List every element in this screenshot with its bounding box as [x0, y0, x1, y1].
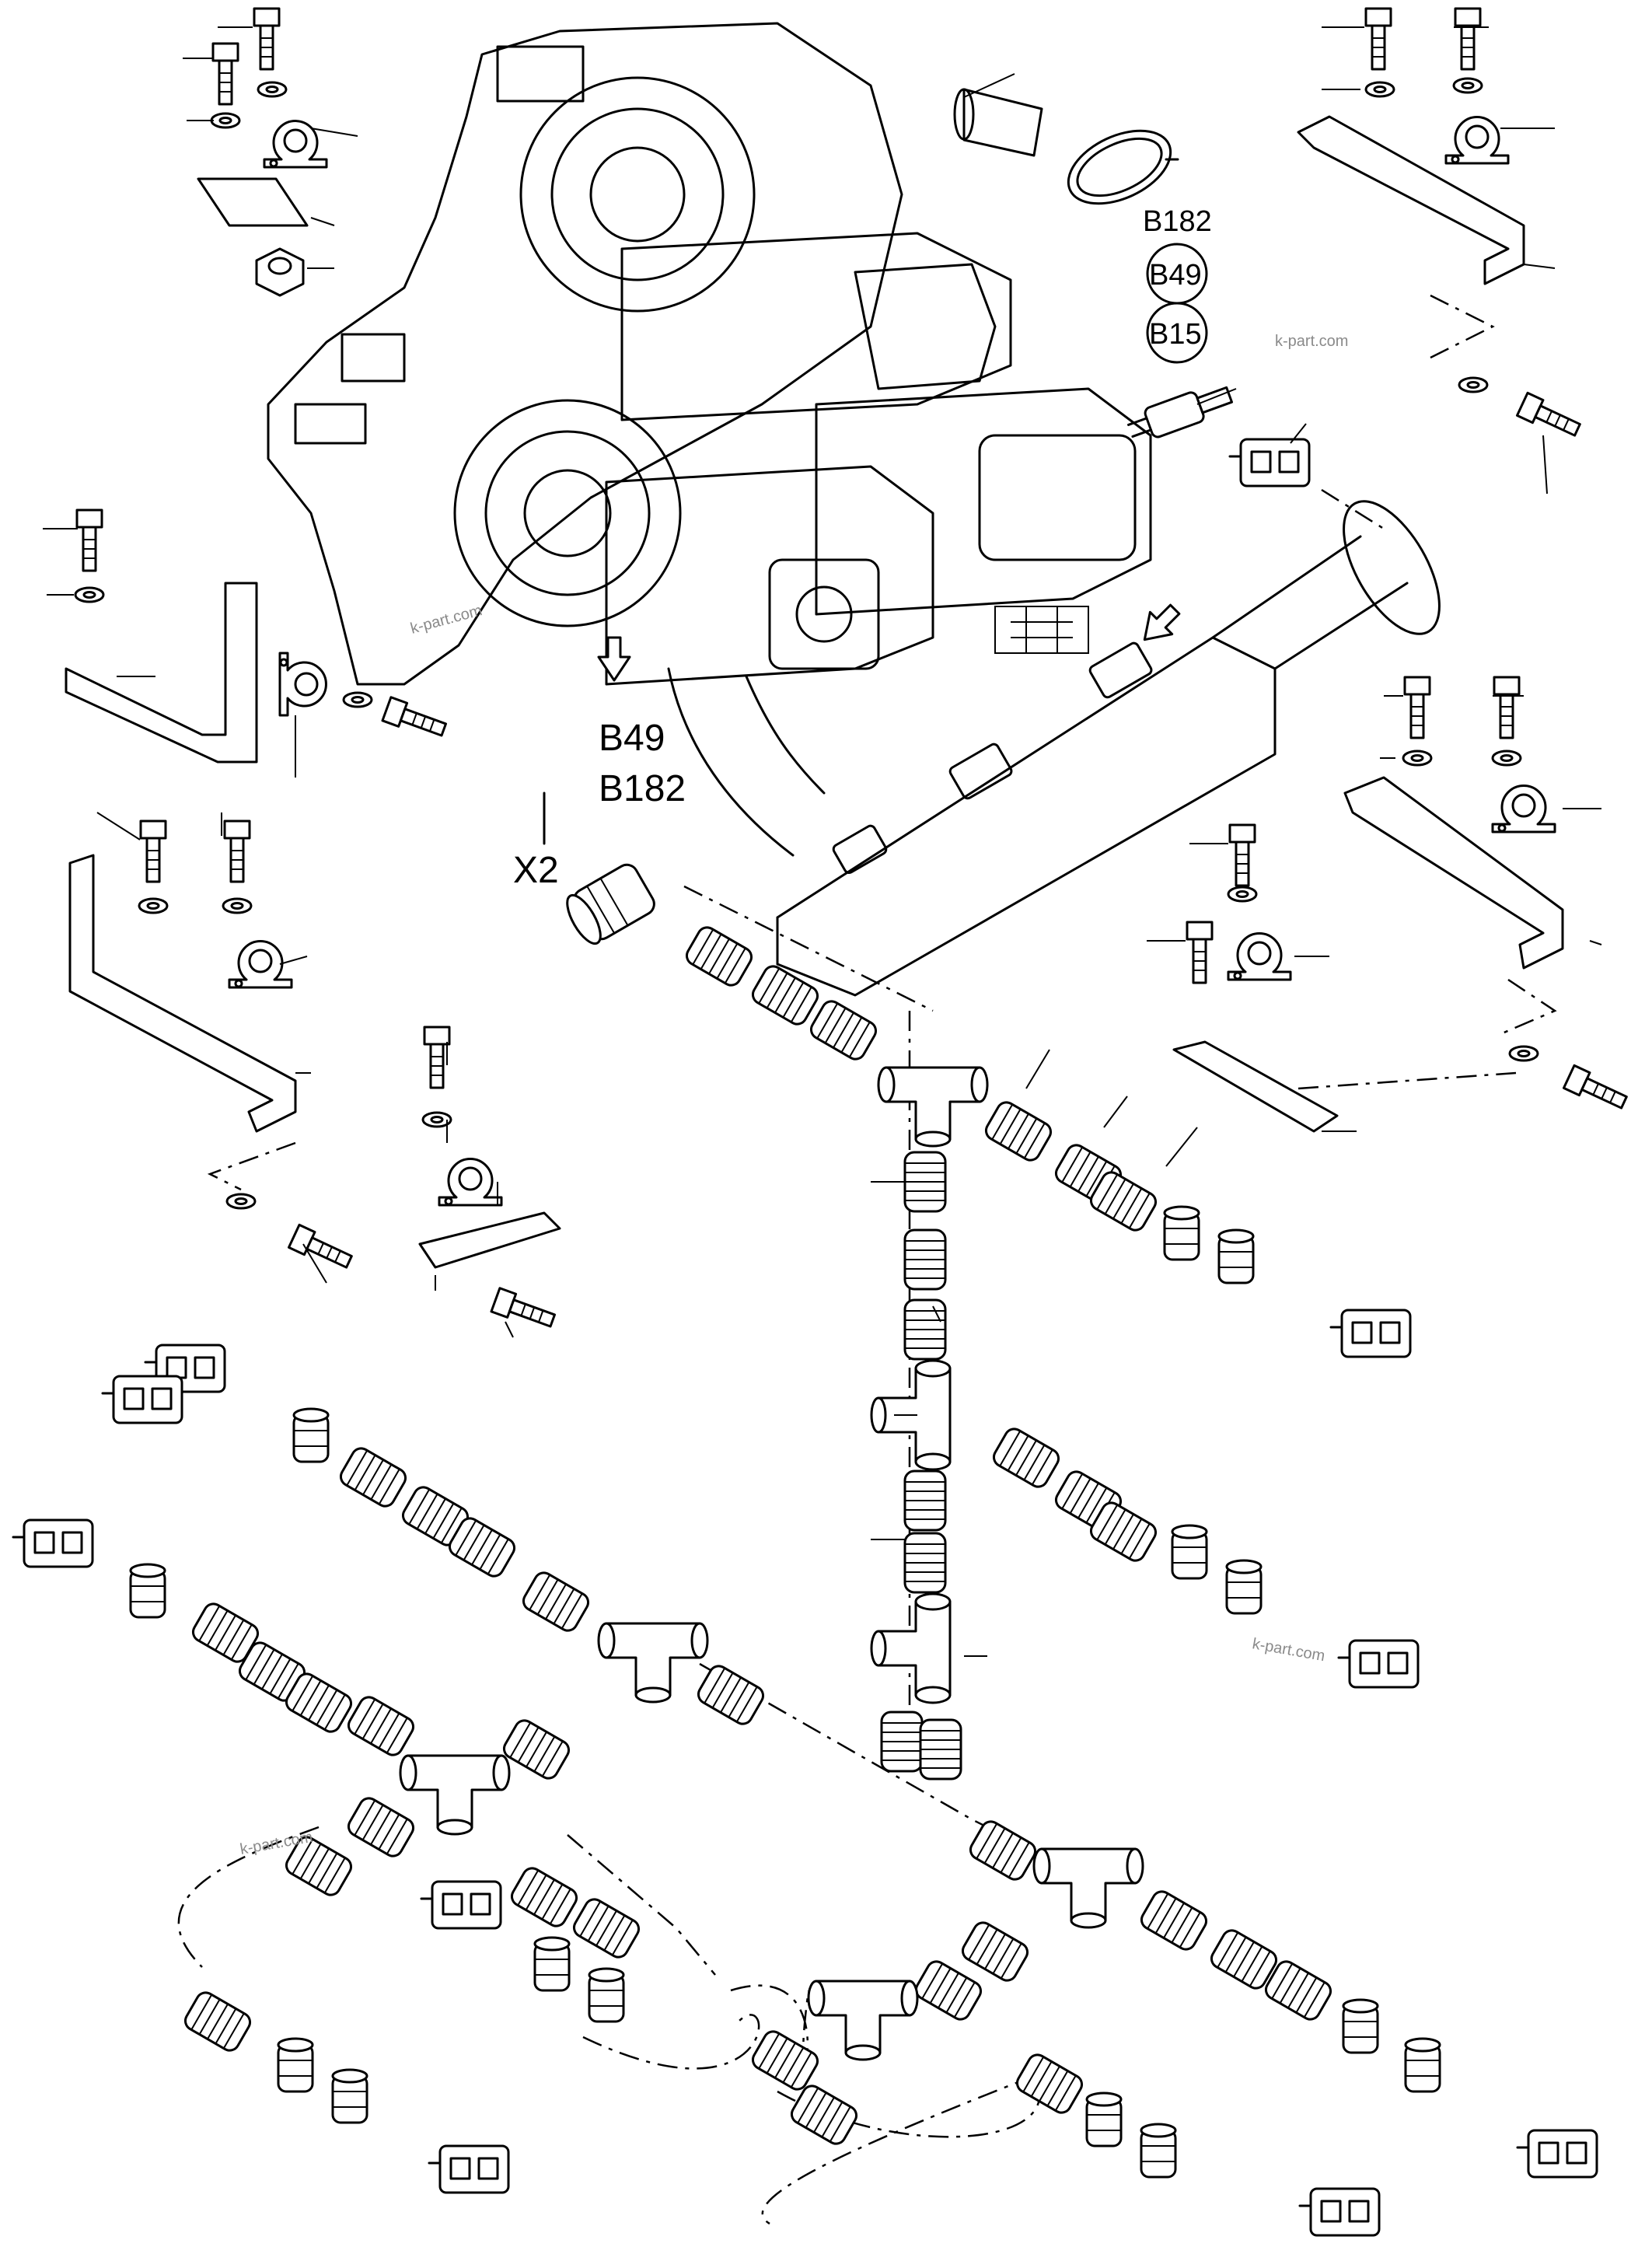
bracket-group-right-lower: [1172, 823, 1339, 1133]
harness-main-branch: [682, 922, 1412, 1358]
bracket-group-left: [65, 508, 449, 764]
watermark-1: k-part.com: [1275, 333, 1348, 350]
watermark-3: k-part.com: [1251, 1635, 1326, 1665]
harness-lower-right-branch: [748, 1816, 1598, 2237]
harness-lower-left-branch: [180, 1863, 644, 2194]
temperature-sensor: [1126, 386, 1234, 439]
hydraulic-pump-assembly: [605, 232, 1152, 686]
label-b182-arrow: B182: [599, 768, 686, 809]
callout-leader-lines: [43, 26, 1602, 1657]
transmission-housing: [267, 22, 903, 686]
bracket-group-center: [418, 1026, 561, 1334]
harness-vertical-trunk: [870, 1151, 962, 1780]
label-b15-circle: B15: [1149, 318, 1202, 351]
label-x2: X2: [513, 850, 559, 891]
bracket-group-right-mid: [1343, 676, 1631, 1115]
label-b49-arrow: B49: [599, 718, 665, 759]
sensor-connector-plug: [1228, 438, 1311, 487]
bracket-group-top-left: [197, 7, 328, 297]
exhaust-muffler: [667, 500, 1441, 997]
insulation-tape: [953, 88, 1043, 157]
x2-connector: [566, 863, 655, 945]
watermark-2: k-part.com: [409, 602, 484, 638]
sensor-location-arrow-left: [597, 636, 631, 682]
harness-mid-right-branch: [989, 1424, 1420, 1689]
bracket-group-mid-left: [68, 819, 356, 1274]
sensor-location-arrow-right: [1143, 603, 1181, 641]
cable-tie: [1067, 129, 1179, 205]
label-b49-circle: B49: [1149, 259, 1202, 292]
harness-left-branch: [12, 1344, 768, 1900]
label-b182-top: B182: [1143, 205, 1212, 238]
harness-routing-lines: [177, 294, 1557, 2225]
label-b15-circle-ring: [1146, 302, 1208, 364]
bracket-group-top-right: [1297, 7, 1584, 442]
